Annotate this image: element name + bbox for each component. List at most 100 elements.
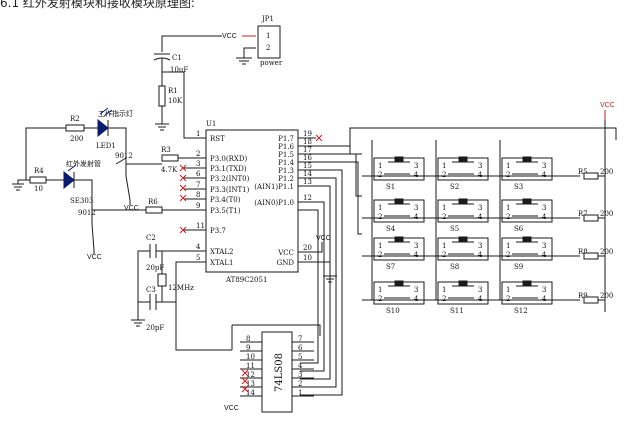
jp1-pin-2: 2 [266, 44, 270, 52]
chip-body [261, 331, 293, 413]
svg-text:1: 1 [378, 242, 382, 250]
se303-label: SE303 [70, 197, 93, 205]
mcu-pin-num: 8 [196, 191, 200, 199]
c2-label: C2 [146, 234, 156, 242]
svg-text:1: 1 [378, 204, 382, 212]
chip-pin-num: 11 [246, 362, 255, 370]
key-label: S5 [450, 225, 459, 233]
indicator-circuit: 工作指示灯 R2 200 LED1 9012 R3 4.7K VCC 红外发射管… [12, 107, 204, 261]
mcu-pin-num: 4 [196, 243, 201, 251]
r2-resistor [65, 124, 85, 132]
row-resistor-value: 200 [600, 292, 613, 300]
mcu-pin-num: 7 [196, 181, 200, 189]
mcu-pin-name: XTAL2 [210, 248, 233, 256]
reset-circuit: C1 10uF R1 10K [153, 35, 222, 139]
r1-resistor [158, 85, 166, 107]
mcu-pin-num: 15 [303, 162, 312, 170]
chip-pin-num: 2 [298, 380, 302, 388]
svg-text:2: 2 [378, 213, 382, 221]
row-resistor [583, 252, 599, 260]
c1-label: C1 [172, 54, 182, 62]
mcu-body [205, 129, 299, 273]
row-resistor-value: 200 [600, 168, 613, 176]
mcu-pin-num: 9 [196, 202, 200, 210]
jp1-pin-1: 1 [266, 32, 270, 40]
svg-text:3: 3 [478, 286, 482, 294]
svg-text:2: 2 [442, 295, 446, 303]
mcu-pin-num: 18 [303, 138, 312, 146]
jp1-connector [257, 25, 281, 59]
svg-text:2: 2 [378, 295, 382, 303]
r3-value: 4.7K [161, 166, 178, 174]
mcu-ref: U1 [206, 120, 216, 128]
chip-pin-num: 14 [246, 389, 255, 397]
r3-label: R3 [161, 146, 171, 154]
r2-label: R2 [70, 115, 80, 123]
key-label: S2 [450, 183, 459, 191]
chip-pin-num: 9 [246, 344, 250, 352]
mcu: U1 AT89C2051 1RST2P3.0(RXD)3P3.1(TXD)6P3… [179, 120, 337, 284]
svg-text:2: 2 [506, 171, 510, 179]
jp1-label: JP1 [261, 15, 274, 23]
chip-pin-num: 6 [298, 344, 303, 352]
row-resistor [583, 296, 599, 304]
vcc-mcu: VCC [316, 235, 331, 242]
r4-resistor [29, 176, 47, 184]
vcc-right: VCC [600, 102, 615, 109]
led1-note: 工作指示灯 [98, 109, 133, 118]
jp1-power-label: power [260, 59, 283, 67]
svg-text:3: 3 [478, 242, 482, 250]
q1-label: 9012 [115, 152, 133, 160]
svg-text:2: 2 [506, 251, 510, 259]
svg-text:1: 1 [506, 204, 510, 212]
r2-value: 200 [70, 135, 83, 143]
chip-pin-num: 1 [298, 389, 302, 397]
svg-text:1: 1 [506, 242, 510, 250]
svg-text:3: 3 [414, 286, 418, 294]
chip-pin-num: 3 [298, 371, 302, 379]
mcu-pin-name: P3.7 [210, 227, 226, 235]
chip-pin-num: 10 [246, 353, 255, 361]
mcu-pin-name: P3.4(T0) [210, 196, 241, 204]
key-label: S12 [514, 307, 528, 315]
vcc-q2: VCC [87, 254, 102, 261]
oscillator: C2 20pF C3 20pF 12MHz [131, 234, 232, 351]
mcu-pin-name: RST [210, 135, 225, 143]
mcu-pin-name: P1.6 [278, 143, 294, 151]
mcu-pin-num: 14 [303, 170, 312, 178]
row-resistor-label: R8 [578, 248, 588, 256]
svg-text:2: 2 [506, 213, 510, 221]
key-label: S6 [514, 225, 524, 233]
matrix-power: VCC [600, 102, 615, 312]
row-resistor-value: 200 [600, 210, 613, 218]
c3-label: C3 [146, 286, 156, 294]
svg-text:3: 3 [542, 204, 546, 212]
svg-text:3: 3 [478, 204, 482, 212]
row-resistor-value: 200 [600, 248, 613, 256]
mcu-pin-num: 13 [303, 178, 312, 186]
c3-value: 20pF [146, 324, 164, 332]
svg-text:4: 4 [542, 295, 547, 303]
svg-text:1: 1 [506, 162, 510, 170]
svg-text:4: 4 [478, 295, 483, 303]
svg-text:3: 3 [478, 162, 482, 170]
bus-wires [298, 127, 617, 396]
mcu-pin-num: 5 [196, 254, 200, 262]
ir-note: 红外发射管 [66, 159, 101, 168]
mcu-pin-name: XTAL1 [210, 259, 233, 267]
mcu-pin-name: P1.5 [278, 151, 294, 159]
mcu-pin-name: P3.2(INT0) [210, 175, 250, 183]
r6-resistor [145, 206, 163, 214]
row-resistor-label: R7 [578, 210, 588, 218]
mcu-pin-name: P3.0(RXD) [210, 155, 247, 163]
row-resistor [583, 172, 599, 180]
